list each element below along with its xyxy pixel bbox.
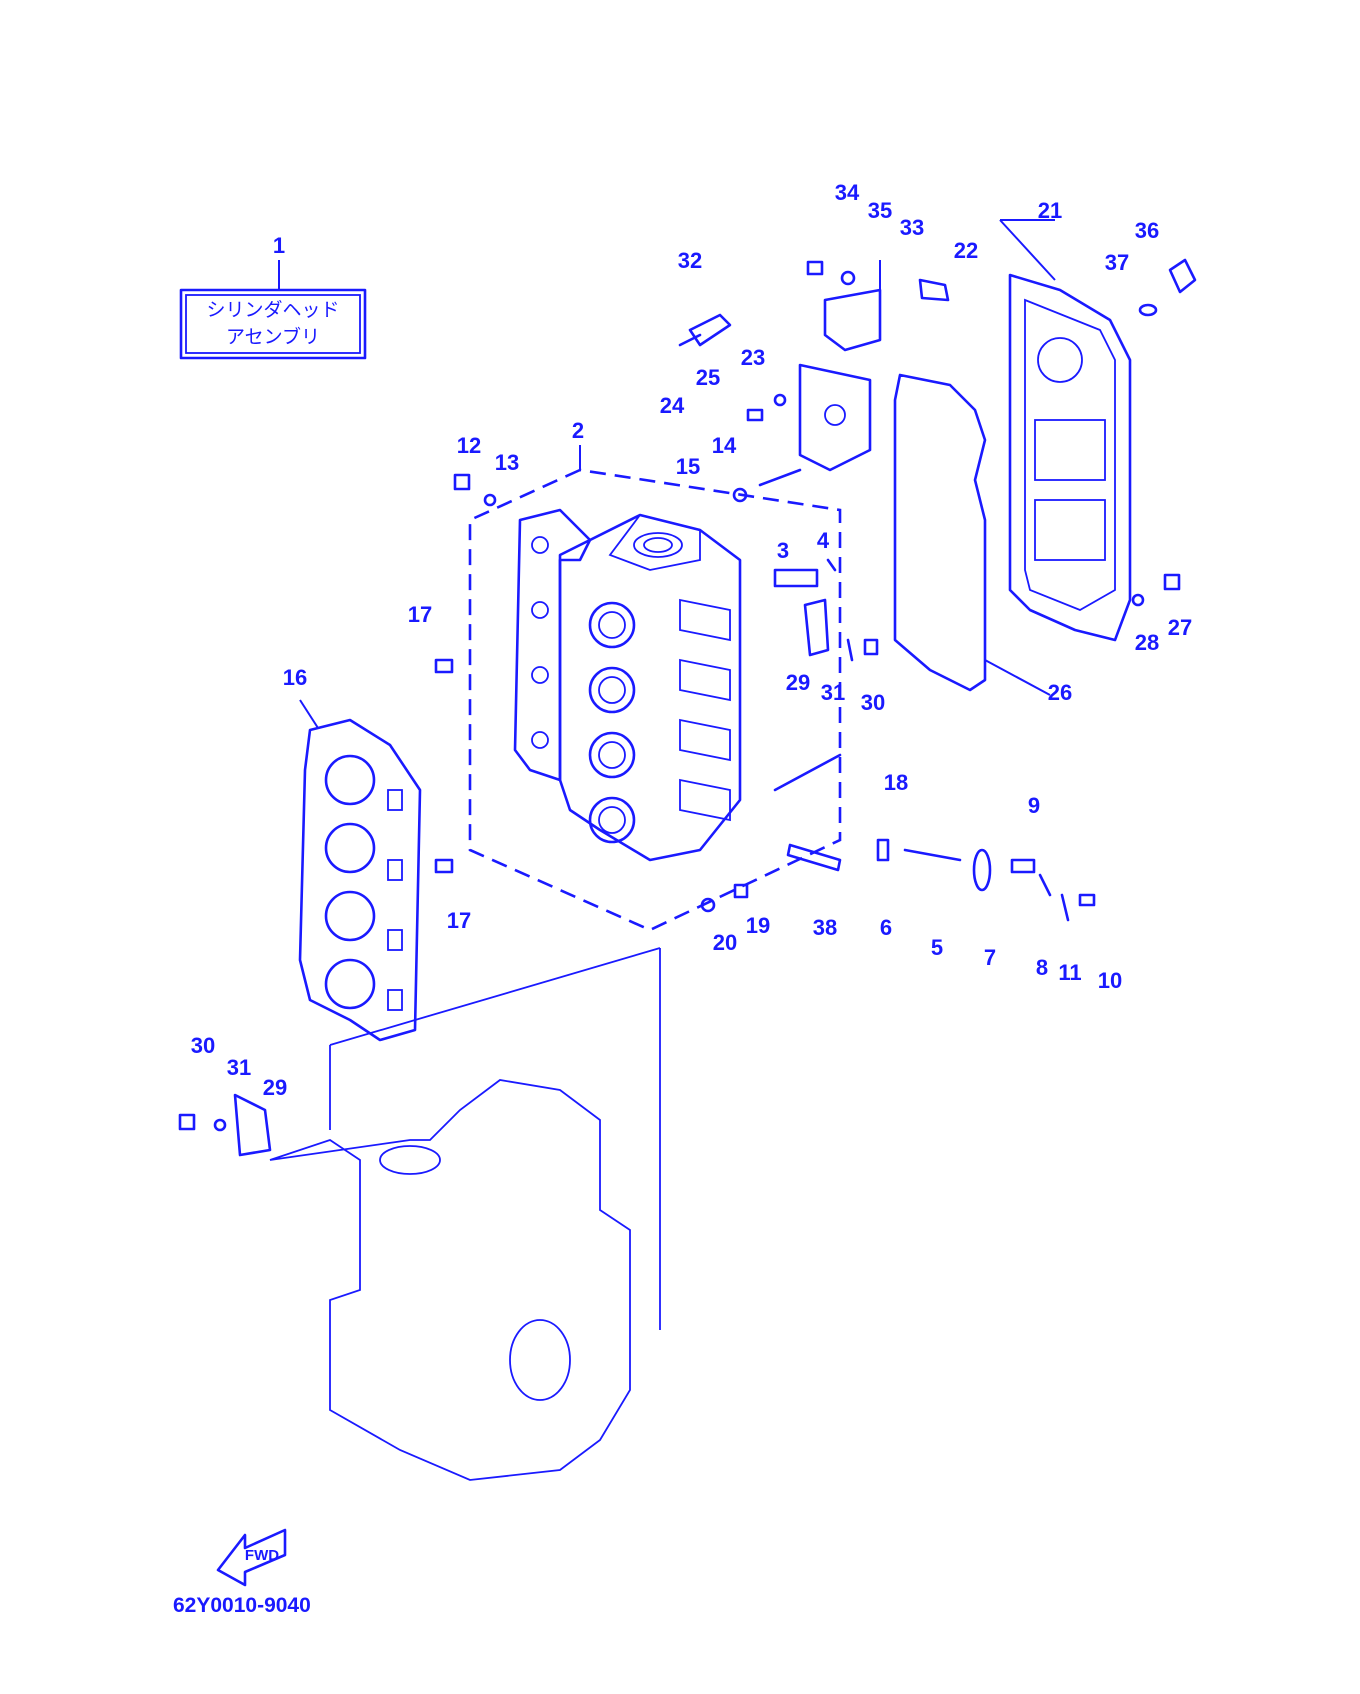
callout-13: 13 bbox=[495, 450, 519, 475]
callout-19: 19 bbox=[746, 913, 770, 938]
callout-labels: 1 2 3 4 5 6 7 8 9 10 11 12 13 14 15 16 1… bbox=[191, 180, 1192, 1100]
bracket bbox=[823, 260, 882, 352]
callout-31a: 31 bbox=[821, 680, 845, 705]
cover-gasket bbox=[893, 373, 1051, 696]
callout-30b: 30 bbox=[191, 1033, 215, 1058]
callout-2: 2 bbox=[572, 418, 584, 443]
callout-35: 35 bbox=[868, 198, 892, 223]
callout-1: 1 bbox=[273, 233, 285, 258]
title-line-2: アセンブリ bbox=[226, 325, 320, 348]
cylinder-head bbox=[513, 508, 742, 862]
callout-32: 32 bbox=[678, 248, 702, 273]
callout-34: 34 bbox=[835, 180, 860, 205]
callout-17a: 17 bbox=[408, 602, 432, 627]
callout-22: 22 bbox=[954, 238, 978, 263]
callout-23: 23 bbox=[741, 345, 765, 370]
head-assembly-outline bbox=[468, 445, 842, 932]
callout-4: 4 bbox=[817, 528, 830, 553]
callout-28: 28 bbox=[1135, 630, 1159, 655]
callout-17b: 17 bbox=[447, 908, 471, 933]
callout-10: 10 bbox=[1098, 968, 1122, 993]
callout-37: 37 bbox=[1105, 250, 1129, 275]
callout-30a: 30 bbox=[861, 690, 885, 715]
callout-12: 12 bbox=[457, 433, 481, 458]
callout-21: 21 bbox=[1038, 198, 1062, 223]
title-box: シリンダヘッド アセンブリ bbox=[179, 260, 367, 360]
diagram-code: 62Y0010-9040 bbox=[173, 1594, 311, 1617]
callout-31b: 31 bbox=[227, 1055, 251, 1080]
callout-15: 15 bbox=[676, 454, 700, 479]
fwd-arrow: FWD bbox=[216, 1528, 287, 1587]
callout-7: 7 bbox=[984, 945, 996, 970]
callout-24: 24 bbox=[660, 393, 685, 418]
fwd-label: FWD bbox=[245, 1547, 279, 1564]
callout-14: 14 bbox=[712, 433, 737, 458]
callout-9: 9 bbox=[1028, 793, 1040, 818]
callout-6: 6 bbox=[880, 915, 892, 940]
callout-18: 18 bbox=[884, 770, 908, 795]
callout-38: 38 bbox=[813, 915, 837, 940]
callout-27: 27 bbox=[1168, 615, 1192, 640]
callout-5: 5 bbox=[931, 935, 943, 960]
cylinder-block bbox=[269, 947, 661, 1481]
callout-11: 11 bbox=[1058, 960, 1081, 985]
callout-26: 26 bbox=[1048, 680, 1072, 705]
callout-25: 25 bbox=[696, 365, 720, 390]
small-parts bbox=[178, 258, 1197, 1157]
callout-29b: 29 bbox=[263, 1075, 287, 1100]
thermostat-cover bbox=[798, 363, 872, 472]
callout-16: 16 bbox=[283, 665, 307, 690]
callout-33: 33 bbox=[900, 215, 924, 240]
callout-20: 20 bbox=[713, 930, 737, 955]
head-gasket bbox=[298, 699, 422, 1042]
callout-36: 36 bbox=[1135, 218, 1159, 243]
title-line-1: シリンダヘッド bbox=[206, 299, 339, 321]
exhaust-cover bbox=[999, 219, 1132, 642]
callout-8: 8 bbox=[1036, 955, 1048, 980]
callout-29a: 29 bbox=[786, 670, 810, 695]
callout-3: 3 bbox=[777, 538, 789, 563]
